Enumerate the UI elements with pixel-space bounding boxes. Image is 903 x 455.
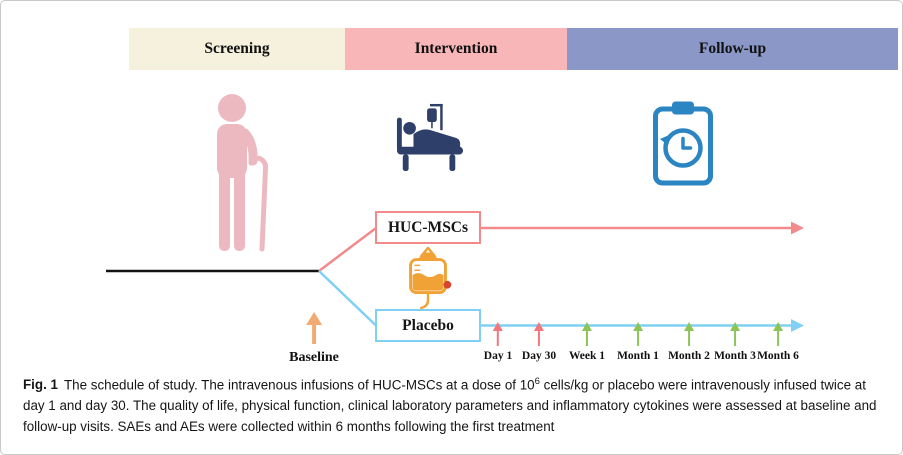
timepoint-month-2: Month 2	[668, 322, 710, 362]
phase-screening: Screening	[129, 28, 345, 70]
timepoint-label: Month 2	[668, 350, 710, 362]
hospital-bed-icon	[395, 101, 465, 174]
timepoint-month-6: Month 6	[757, 322, 799, 362]
placebo-label: Placebo	[402, 316, 454, 334]
timepoint-label: Month 3	[714, 350, 756, 362]
baseline-arrow-icon	[306, 312, 322, 325]
baseline-marker: Baseline	[289, 312, 339, 366]
timepoint-label: Day 30	[521, 350, 557, 362]
timepoint-month-3: Month 3	[714, 322, 756, 362]
timepoint-label: Month 1	[617, 350, 659, 362]
timepoint-label: Week 1	[568, 350, 606, 362]
caption-superscript: 6	[534, 376, 540, 387]
phase-followup-label: Follow-up	[698, 40, 767, 57]
phase-intervention: Intervention	[345, 28, 567, 70]
placebo-label-box: Placebo	[375, 309, 481, 342]
patient-with-cane-icon	[205, 93, 271, 253]
timepoint-label: Day 1	[483, 350, 513, 362]
figure-caption-label: Fig. 1	[23, 377, 58, 393]
figure-caption-text-1: The schedule of study. The intravenous i…	[63, 377, 535, 393]
phase-intervention-label: Intervention	[414, 40, 498, 57]
huc-mscs-label-box: HUC-MSCs	[375, 211, 481, 244]
timepoint-day-30: Day 30	[522, 322, 556, 362]
timepoint-day-1: Day 1	[484, 322, 512, 362]
phase-screening-label: Screening	[204, 40, 270, 57]
timepoint-month-1: Month 1	[617, 322, 659, 362]
huc-arrowhead	[791, 221, 804, 235]
figure-caption: Fig. 1 The schedule of study. The intrave…	[23, 375, 882, 438]
figure-caption-text-2: cells/kg or placebo were intravenously i…	[23, 377, 877, 435]
iv-bag-icon	[400, 246, 456, 310]
baseline-label: Baseline	[289, 350, 339, 365]
timepoint-week-1: Week 1	[569, 322, 605, 362]
phase-followup: Follow-up	[567, 28, 898, 70]
huc-mscs-label: HUC-MSCs	[387, 218, 469, 236]
phase-header-bar: Screening Intervention Follow-up	[129, 28, 898, 70]
clipboard-history-icon	[651, 98, 715, 188]
timepoint-label: Month 6	[757, 350, 799, 362]
huc-branch-line	[318, 227, 377, 272]
